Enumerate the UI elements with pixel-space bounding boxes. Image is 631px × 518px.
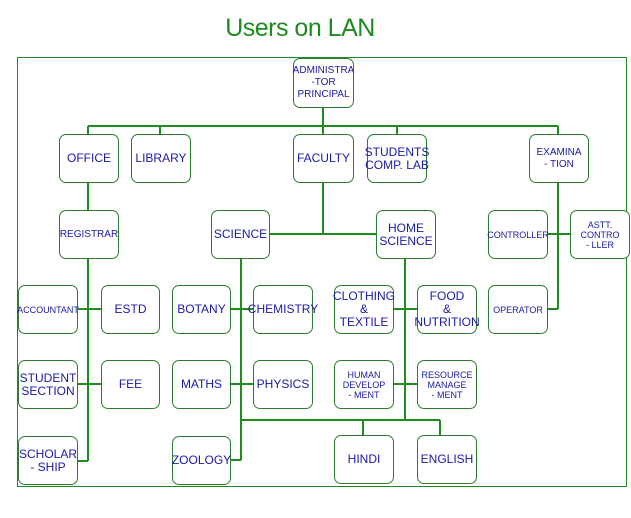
node-registrar[interactable]: REGISTRAR <box>59 210 119 259</box>
node-hindi[interactable]: HINDI <box>334 435 394 484</box>
node-fee[interactable]: FEE <box>101 360 160 409</box>
node-chemistry[interactable]: CHEMISTRY <box>248 285 318 334</box>
node-estd[interactable]: ESTD <box>101 285 160 334</box>
node-student-section[interactable]: STUDENT SECTION <box>18 360 78 409</box>
node-scholarship[interactable]: SCHOLAR - SHIP <box>18 436 78 485</box>
node-zoology[interactable]: ZOOLOGY <box>172 436 231 485</box>
node-science[interactable]: SCIENCE <box>211 210 270 259</box>
node-office[interactable]: OFFICE <box>59 134 119 183</box>
node-students-comp-lab[interactable]: STUDENTS COMP. LAB <box>365 134 429 183</box>
node-maths[interactable]: MATHS <box>172 360 231 409</box>
lan-frame <box>17 57 627 487</box>
node-faculty[interactable]: FACULTY <box>293 134 354 183</box>
node-english[interactable]: ENGLISH <box>417 435 477 484</box>
node-physics[interactable]: PHYSICS <box>253 360 313 409</box>
node-home-science[interactable]: HOME SCIENCE <box>376 210 436 259</box>
node-controller[interactable]: CONTROLLER <box>487 210 549 259</box>
node-human-development[interactable]: HUMAN DEVELOP - MENT <box>334 360 394 409</box>
node-clothing-textile[interactable]: CLOTHING & TEXTILE <box>333 285 395 334</box>
node-resource-management[interactable]: RESOURCE MANAGE - MENT <box>417 360 477 409</box>
node-food-nutrition[interactable]: FOOD & NUTRITION <box>414 285 480 334</box>
node-administrator-principal[interactable]: ADMINISTRA -TOR PRINCIPAL <box>293 58 354 108</box>
diagram-title: Users on LAN <box>225 14 375 42</box>
node-examination[interactable]: EXAMINA - TION <box>529 134 589 183</box>
node-accountant[interactable]: ACCOUNTANT <box>17 285 79 334</box>
node-library[interactable]: LIBRARY <box>131 134 191 183</box>
node-botany[interactable]: BOTANY <box>172 285 231 334</box>
node-asst-controller[interactable]: ASTT. CONTRO - LLER <box>570 210 630 259</box>
node-operator[interactable]: OPERATOR <box>488 285 548 334</box>
